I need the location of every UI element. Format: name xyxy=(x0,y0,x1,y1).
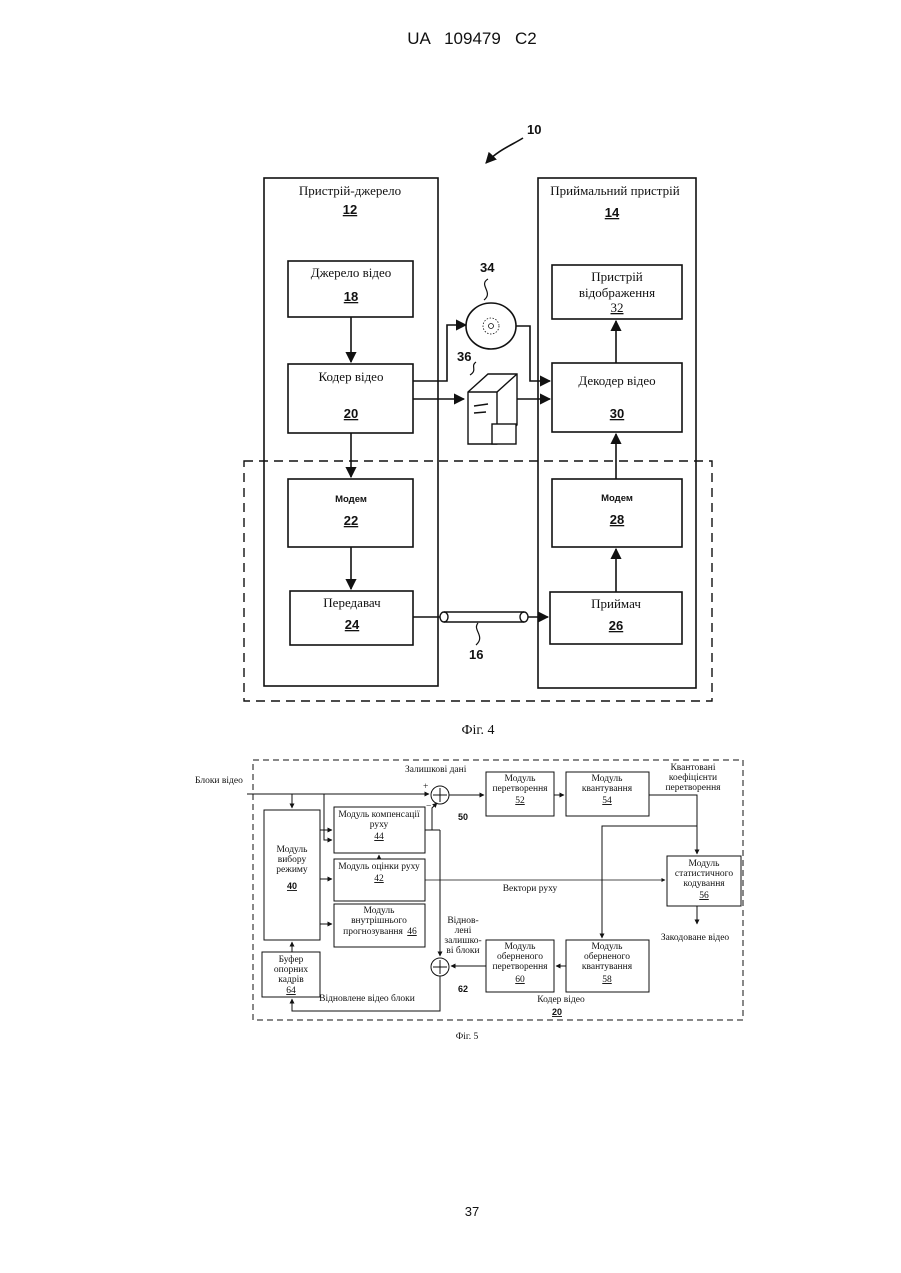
fig4-caption: Фіг. 4 xyxy=(461,723,494,738)
receiver-number: 26 xyxy=(609,618,623,633)
motion-vectors-label: Вектори руху xyxy=(503,884,558,894)
residual-label: Залишкові дані xyxy=(405,765,467,775)
encoder-number: 20 xyxy=(552,1007,562,1017)
motion-comp-number: 44 xyxy=(374,832,384,842)
mode-select-box xyxy=(264,810,320,940)
mode-select-label-3: режиму xyxy=(276,865,308,875)
patent-number: UA 109479 C2 xyxy=(407,29,536,48)
input-to-motion-est xyxy=(324,794,332,840)
figure-5-labels: Блоки відео Залишкові дані + − 50 62 Мод… xyxy=(195,763,733,1042)
transmitter-number: 24 xyxy=(345,617,360,632)
intra-pred-number: 46 xyxy=(407,927,417,937)
intra-pred-label-3: прогнозування xyxy=(343,927,403,937)
mode-select-number: 40 xyxy=(287,881,297,891)
inverse-quant-label-2: оберненого xyxy=(584,951,630,962)
ref-buffer-label-2: опорних xyxy=(274,965,309,975)
inverse-transform-label-3: перетворення xyxy=(492,962,548,972)
video-decoder-number: 30 xyxy=(610,406,624,421)
inverse-quant-label-1: Модуль xyxy=(592,942,624,952)
entropy-label-3: кодування xyxy=(683,879,725,889)
storage-medium-number: 34 xyxy=(480,260,495,275)
system-ref-arrow xyxy=(486,138,523,163)
intra-pred-label-1: Модуль xyxy=(364,906,396,916)
minus-sign-50: − xyxy=(426,802,431,812)
inverse-quant-label-3: квантування xyxy=(582,962,633,972)
transform-label-1: Модуль xyxy=(505,774,537,784)
receiver-label: Приймач xyxy=(591,596,641,611)
display-device-number: 32 xyxy=(611,300,624,315)
quantized-coeffs-3: перетворення xyxy=(665,783,721,793)
storage-ref-leader xyxy=(484,279,488,300)
mode-select-label-2: вибору xyxy=(278,854,307,865)
modem-tx-label: Модем xyxy=(335,494,367,505)
display-device-label-1: Пристрій xyxy=(591,269,643,284)
destination-device-number: 14 xyxy=(605,205,620,220)
figure-5 xyxy=(247,760,743,1020)
path-storage-to-decoder xyxy=(516,326,550,381)
entropy-label-2: статистичного xyxy=(675,869,733,879)
transmitter-label: Передавач xyxy=(323,595,381,610)
file-server-number: 36 xyxy=(457,349,471,364)
quant-to-entropy xyxy=(649,795,697,854)
quantized-coeffs-1: Квантовані xyxy=(670,763,715,773)
transform-label-2: перетворення xyxy=(492,784,548,794)
display-device-label-2: відображення xyxy=(579,285,655,300)
motion-est-number: 42 xyxy=(374,874,384,884)
entropy-label-1: Модуль xyxy=(689,859,721,869)
channel-dashed-region xyxy=(244,461,712,701)
summer-62-number: 62 xyxy=(458,984,468,994)
fig5-caption: Фіг. 5 xyxy=(456,1032,479,1042)
encoder-dashed-boundary xyxy=(253,760,743,1020)
recon-residual-1: Віднов- xyxy=(447,916,478,926)
ref-buffer-label-3: кадрів xyxy=(278,975,304,985)
destination-device-title: Приймальний пристрій xyxy=(550,183,679,198)
video-encoder-label: Кодер відео xyxy=(319,369,384,384)
summer-50-number: 50 xyxy=(458,812,468,822)
video-encoder-number: 20 xyxy=(344,406,358,421)
motion-comp-label-1: Модуль компенсації xyxy=(338,810,420,820)
plus-sign-50: + xyxy=(423,782,428,792)
modem-rx-label: Модем xyxy=(601,493,633,504)
mode-select-label-1: Модуль xyxy=(277,845,309,855)
reconstructed-video-label: Відновлене відео блоки xyxy=(319,993,415,1004)
recon-residual-3: залишко- xyxy=(444,936,481,946)
source-device-number: 12 xyxy=(343,202,357,217)
source-device-title: Пристрій-джерело xyxy=(299,183,401,198)
recon-residual-4: ві блоки xyxy=(446,945,479,956)
figure-4 xyxy=(244,138,712,701)
transform-number: 52 xyxy=(515,796,525,806)
system-ref-number: 10 xyxy=(527,122,541,137)
inverse-quant-number: 58 xyxy=(602,975,612,985)
video-source-label: Джерело відео xyxy=(311,265,392,280)
page-number: 37 xyxy=(465,1204,479,1219)
entropy-number: 56 xyxy=(699,891,709,901)
quant-number: 54 xyxy=(602,796,612,806)
modem-rx-number: 28 xyxy=(610,512,624,527)
encoder-label: Кодер відео xyxy=(537,995,585,1005)
motion-est-label: Модуль оцінки руху xyxy=(338,862,420,872)
quantized-coeffs-2: коефіцієнти xyxy=(669,772,717,783)
ref-buffer-number: 64 xyxy=(286,986,296,996)
motion-comp-label-2: руху xyxy=(370,820,389,830)
file-server-icon xyxy=(468,374,517,444)
inverse-transform-label-2: оберненого xyxy=(497,951,543,962)
inverse-transform-number: 60 xyxy=(515,975,525,985)
quant-label-2: квантування xyxy=(582,784,633,794)
intra-pred-label-2: внутрішнього xyxy=(351,916,407,926)
channel-number: 16 xyxy=(469,647,483,662)
video-source-number: 18 xyxy=(344,289,358,304)
destination-device-box xyxy=(538,178,696,688)
storage-medium-disc-icon xyxy=(466,303,516,349)
channel-cable-icon xyxy=(440,612,528,622)
inverse-transform-label-1: Модуль xyxy=(505,942,537,952)
modem-tx-number: 22 xyxy=(344,513,358,528)
channel-ref-leader xyxy=(476,623,480,645)
ref-buffer-label-1: Буфер xyxy=(279,954,304,965)
recon-residual-2: лені xyxy=(455,926,472,936)
encoded-video-label: Закодоване відео xyxy=(661,933,730,943)
quant-label-1: Модуль xyxy=(592,774,624,784)
input-video-label: Блоки відео xyxy=(195,776,243,786)
video-decoder-label: Декодер відео xyxy=(578,373,655,388)
